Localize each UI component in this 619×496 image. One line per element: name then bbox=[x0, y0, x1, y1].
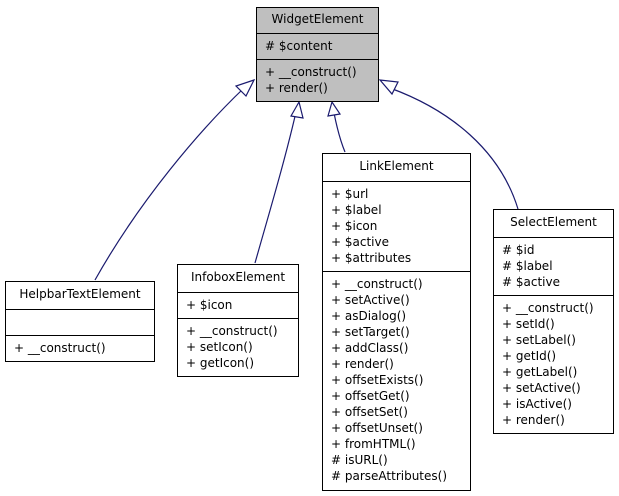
attributes-section: + $url + $label + $icon + $active + $att… bbox=[323, 181, 470, 271]
class-name: LinkElement bbox=[359, 159, 434, 173]
operation: + setActive() bbox=[331, 293, 410, 307]
operation: + __construct() bbox=[186, 324, 278, 338]
attributes-section bbox=[6, 309, 154, 335]
attributes-section: + $icon bbox=[178, 292, 298, 318]
class-helpbar-text-element[interactable]: HelpbarTextElement + __construct() bbox=[5, 281, 155, 362]
attribute: # $label bbox=[502, 259, 553, 273]
edge-infobox-to-widget bbox=[254, 111, 297, 264]
arrowhead-link bbox=[327, 100, 342, 117]
operation: + getLabel() bbox=[502, 365, 578, 379]
operation: + __construct() bbox=[14, 341, 106, 355]
class-link-element[interactable]: LinkElement + $url + $label + $icon + $a… bbox=[322, 153, 471, 491]
operation: + offsetUnset() bbox=[331, 421, 423, 435]
operations-section: + __construct() + setId() + setLabel() +… bbox=[494, 295, 613, 431]
edge-helpbar-to-widget bbox=[94, 87, 245, 281]
operations-section: + __construct() + setActive() + asDialog… bbox=[323, 271, 470, 487]
operation: + asDialog() bbox=[331, 309, 407, 323]
arrowhead-infobox bbox=[290, 100, 304, 119]
operation: + offsetSet() bbox=[331, 405, 408, 419]
operation: + __construct() bbox=[331, 277, 423, 291]
attribute: + $label bbox=[331, 203, 382, 217]
class-name: WidgetElement bbox=[271, 12, 364, 26]
attributes-section: # $content bbox=[257, 33, 378, 59]
class-name: InfoboxElement bbox=[190, 270, 286, 284]
operation: + getIcon() bbox=[186, 356, 255, 370]
attribute: + $icon bbox=[331, 219, 378, 233]
operation: + __construct() bbox=[265, 65, 357, 79]
operation: + getId() bbox=[502, 349, 557, 363]
operation: + render() bbox=[502, 413, 565, 427]
attribute: # $id bbox=[502, 243, 535, 257]
operation: + setLabel() bbox=[502, 333, 576, 347]
edge-link-to-widget bbox=[333, 112, 346, 153]
attribute: # $content bbox=[265, 39, 333, 53]
operation: + setIcon() bbox=[186, 340, 253, 354]
class-select-element[interactable]: SelectElement # $id # $label # $active +… bbox=[493, 209, 614, 434]
class-name: SelectElement bbox=[510, 215, 597, 229]
operation: + render() bbox=[331, 357, 394, 371]
attribute: + $url bbox=[331, 187, 369, 201]
operation: + setTarget() bbox=[331, 325, 410, 339]
operation: + __construct() bbox=[502, 301, 594, 315]
operations-section: + __construct() + setIcon() + getIcon() bbox=[178, 318, 298, 374]
operation: + offsetExists() bbox=[331, 373, 424, 387]
operations-section: + __construct() bbox=[6, 335, 154, 359]
operation: # isURL() bbox=[331, 453, 388, 467]
edge-select-to-widget bbox=[389, 87, 519, 210]
operation: + setActive() bbox=[502, 381, 581, 395]
attribute: + $attributes bbox=[331, 251, 412, 265]
operation: + isActive() bbox=[502, 397, 572, 411]
operations-section: + __construct() + render() bbox=[257, 59, 378, 99]
arrowhead-select bbox=[378, 79, 399, 96]
arrowhead-helpbar bbox=[234, 78, 256, 98]
class-widget-element[interactable]: WidgetElement # $content + __construct()… bbox=[256, 7, 379, 102]
operation: + offsetGet() bbox=[331, 389, 410, 403]
attribute: + $icon bbox=[186, 298, 233, 312]
attributes-section: # $id # $label # $active bbox=[494, 237, 613, 295]
operation: + render() bbox=[265, 81, 328, 95]
class-infobox-element[interactable]: InfoboxElement + $icon + __construct() +… bbox=[177, 264, 299, 377]
attribute: + $active bbox=[331, 235, 389, 249]
class-name: HelpbarTextElement bbox=[19, 287, 141, 301]
operation: # parseAttributes() bbox=[331, 469, 448, 483]
attribute: # $active bbox=[502, 275, 560, 289]
operation: + setId() bbox=[502, 317, 555, 331]
operation: + fromHTML() bbox=[331, 437, 416, 451]
operation: + addClass() bbox=[331, 341, 409, 355]
